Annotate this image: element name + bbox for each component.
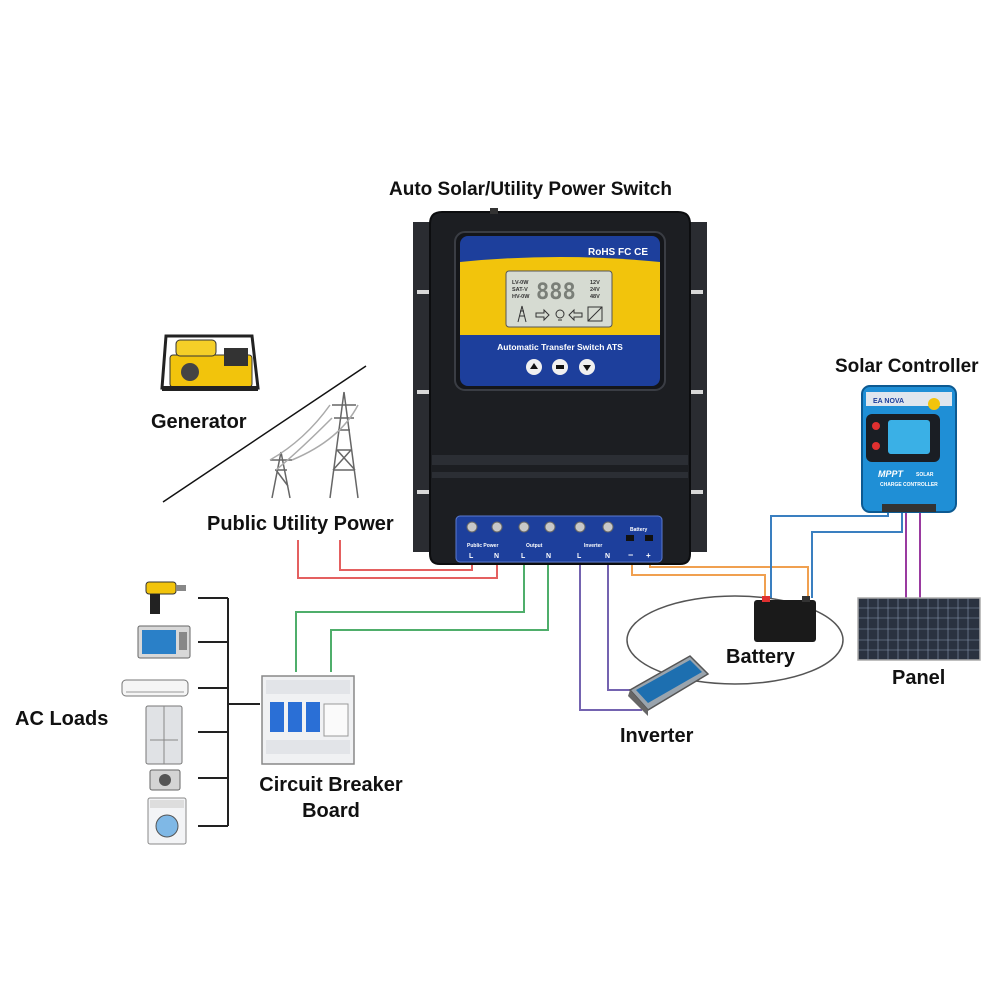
lcd-panel-icon xyxy=(587,306,603,322)
circuit-breaker-label-line1: Circuit Breaker xyxy=(259,774,403,796)
wire-controller-battery-2 xyxy=(811,510,903,598)
svg-text:+: + xyxy=(646,551,651,560)
lcd-digits: 888 xyxy=(536,280,576,305)
svg-text:Public Power: Public Power xyxy=(467,543,498,549)
diagram-title: Auto Solar/Utility Power Switch xyxy=(389,179,672,200)
lcd-arrow-left-icon xyxy=(568,308,583,322)
svg-text:L: L xyxy=(521,553,526,560)
svg-text:EA NOVA: EA NOVA xyxy=(873,398,904,405)
circuit-breaker-label-line2: Board xyxy=(302,800,360,822)
generator-icon xyxy=(160,334,260,391)
wire-controller-battery-1 xyxy=(770,510,889,598)
svg-text:Inverter: Inverter xyxy=(584,543,602,549)
circuit-breaker-icon xyxy=(261,675,355,765)
wire-inverter-n xyxy=(607,560,640,691)
svg-text:48V: 48V xyxy=(590,294,600,300)
svg-text:SOLAR: SOLAR xyxy=(916,472,934,478)
svg-text:12V: 12V xyxy=(590,280,600,286)
microwave-icon xyxy=(137,625,191,659)
circuit-breaker-label: Circuit Breaker Board xyxy=(255,772,407,824)
svg-text:L: L xyxy=(469,553,474,560)
svg-text:N: N xyxy=(494,553,499,560)
divider-line xyxy=(162,365,367,503)
lcd-screen xyxy=(505,270,613,328)
ac-loads-label: AC Loads xyxy=(15,708,109,730)
wire-battery-pos xyxy=(649,560,809,598)
svg-text:LV-0W: LV-0W xyxy=(512,280,529,286)
public-utility-label: Public Utility Power xyxy=(207,513,394,535)
drill-icon xyxy=(145,581,186,614)
power-tower-icon xyxy=(269,391,359,499)
svg-text:Output: Output xyxy=(526,543,543,549)
model-text: Automatic Transfer Switch ATS xyxy=(497,342,623,352)
svg-text:Battery: Battery xyxy=(630,527,647,533)
wire-public-n xyxy=(297,540,498,579)
battery-icon xyxy=(754,596,816,642)
wire-output-n xyxy=(330,560,549,672)
refrigerator-icon xyxy=(145,705,183,765)
svg-text:−: − xyxy=(628,550,633,560)
solar-controller-device: EA NOVA MPPT SOLAR CHARGE CONTROLLER xyxy=(861,385,957,513)
svg-text:N: N xyxy=(605,553,610,560)
battery-label: Battery xyxy=(726,646,795,668)
panel-label: Panel xyxy=(892,667,946,689)
generator-label: Generator xyxy=(151,411,247,433)
wire-battery-neg xyxy=(631,560,766,598)
camera-icon xyxy=(149,769,181,791)
svg-text:MPPT: MPPT xyxy=(878,469,905,479)
wire-inverter-battery-loop xyxy=(626,595,844,685)
svg-text:N: N xyxy=(546,553,551,560)
terminal-screws xyxy=(466,521,614,533)
solar-controller-label: Solar Controller xyxy=(835,356,979,377)
svg-text:CHARGE CONTROLLER: CHARGE CONTROLLER xyxy=(880,482,938,488)
cert-marks: RoHS FC CE xyxy=(588,247,648,258)
inverter-icon xyxy=(628,655,710,716)
ats-device: RoHS FC CE LV-0W SAT-V HV-0W 888 12V 24V… xyxy=(413,208,707,565)
svg-text:HV-0W: HV-0W xyxy=(512,294,530,300)
lcd-bulb-icon xyxy=(555,309,565,321)
washing-machine-icon xyxy=(147,797,187,845)
lcd-tower-icon xyxy=(517,305,527,323)
air-conditioner-icon xyxy=(121,679,189,697)
wire-output-l xyxy=(295,560,525,672)
svg-text:24V: 24V xyxy=(590,287,600,293)
sun-icon xyxy=(928,398,940,410)
inverter-label: Inverter xyxy=(620,725,694,747)
svg-text:L: L xyxy=(577,553,582,560)
solar-panel-icon xyxy=(857,597,981,661)
lcd-arrow-right-icon xyxy=(535,308,550,322)
svg-text:SAT-V: SAT-V xyxy=(512,287,528,293)
wires xyxy=(162,365,921,827)
wire-inverter-l xyxy=(579,560,642,711)
